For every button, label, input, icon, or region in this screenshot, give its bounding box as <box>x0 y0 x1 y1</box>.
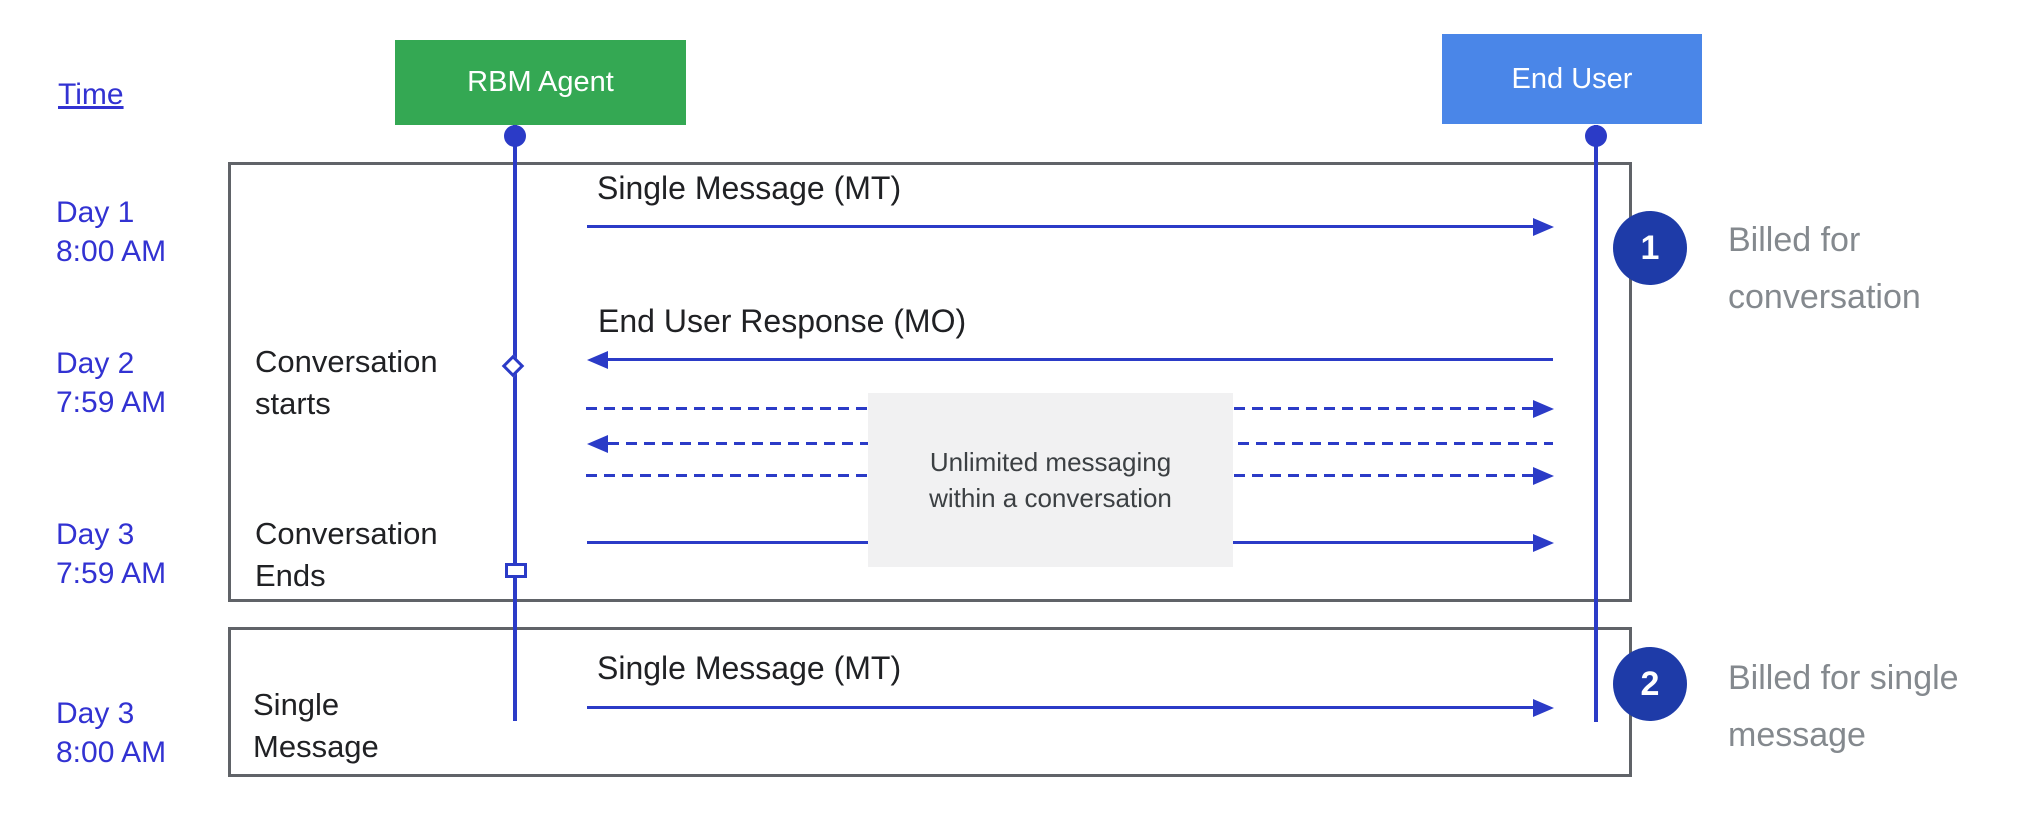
billing-line: conversation <box>1728 278 1921 316</box>
end-user-label: End User <box>1511 62 1633 95</box>
billed-for-conversation-note: Billed for conversation <box>1728 212 1921 326</box>
conversation-starts-label: Conversation starts <box>255 341 438 425</box>
time-entry-time: 8:00 AM <box>56 736 167 769</box>
time-entry-time: 7:59 AM <box>56 386 167 419</box>
end-user-box: End User <box>1442 34 1702 124</box>
phase-line: Conversation <box>255 344 438 379</box>
time-entry-day: Day 3 <box>56 518 135 551</box>
time-entry-day: Day 1 <box>56 196 135 229</box>
billing-badge-2: 2 <box>1613 647 1687 721</box>
rbm-agent-label: RBM Agent <box>467 66 614 98</box>
conversation-end-square-marker <box>505 563 527 578</box>
rbm-agent-lifeline <box>513 125 517 721</box>
conversation-ends-label: Conversation Ends <box>255 513 438 597</box>
time-entry-time: 7:59 AM <box>56 557 167 590</box>
billing-badge-1: 1 <box>1613 211 1687 285</box>
time-entry-time: 8:00 AM <box>56 235 167 268</box>
badge-number: 2 <box>1640 664 1660 703</box>
note-line: Unlimited messaging <box>929 447 1172 477</box>
badge-number: 1 <box>1640 228 1660 267</box>
phase-line: Conversation <box>255 516 438 551</box>
end-user-lifeline-start-dot <box>1585 125 1607 147</box>
unlimited-messaging-note: Unlimited messaging within a conversatio… <box>868 393 1233 567</box>
phase-line: Message <box>253 729 379 764</box>
billing-line: message <box>1728 716 1866 754</box>
phase-line: Single <box>253 687 340 722</box>
time-entry-day2: Day 2 7:59 AM <box>56 344 166 422</box>
mt-bottom-message-arrow <box>587 698 1554 717</box>
phase-line: starts <box>255 386 331 421</box>
single-message-frame <box>228 627 1632 777</box>
rbm-lifeline-start-dot <box>504 125 526 147</box>
mo-response-arrow <box>587 350 1553 369</box>
phase-line: Ends <box>255 558 326 593</box>
billing-line: Billed for <box>1728 221 1861 259</box>
conversation-frame <box>228 162 1632 602</box>
time-entry-day1: Day 1 8:00 AM <box>56 193 166 271</box>
mo-response-label: End User Response (MO) <box>598 303 967 339</box>
note-line: within a conversation <box>929 483 1172 513</box>
billing-line: Billed for single <box>1728 659 1959 697</box>
mt-bottom-message-label: Single Message (MT) <box>597 650 902 686</box>
time-entry-day3-800: Day 3 8:00 AM <box>56 694 166 772</box>
time-entry-day3-759: Day 3 7:59 AM <box>56 515 166 593</box>
time-entry-day: Day 2 <box>56 347 135 380</box>
mt-message-arrow <box>587 217 1554 236</box>
end-user-lifeline <box>1594 125 1598 722</box>
time-entry-day: Day 3 <box>56 697 135 730</box>
mt-message-label: Single Message (MT) <box>597 170 902 206</box>
single-message-phase-label: Single Message <box>253 684 379 768</box>
time-column-header: Time <box>58 78 124 111</box>
billed-for-single-message-note: Billed for single message <box>1728 650 1959 764</box>
rbm-agent-box: RBM Agent <box>395 40 686 125</box>
